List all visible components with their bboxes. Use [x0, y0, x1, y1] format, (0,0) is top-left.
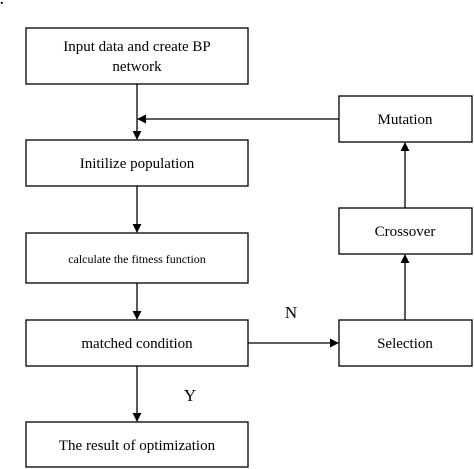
edge-label-yes: Y — [184, 386, 196, 405]
node-mutation: Mutation — [338, 95, 473, 143]
node-matched-condition: matched condition — [25, 319, 249, 367]
node-fitness-function-label: calculate the fitness function — [68, 252, 206, 266]
node-input-data-line-2: network — [112, 59, 162, 75]
node-mutation-label: Mutation — [378, 112, 433, 128]
node-selection-label: Selection — [377, 336, 433, 352]
node-initialize-population-label: Initilize population — [80, 156, 195, 172]
node-crossover: Crossover — [338, 207, 473, 255]
node-result-of-optimization-label: The result of optimization — [59, 438, 216, 454]
edge-label-no: N — [285, 303, 297, 322]
node-crossover-label: Crossover — [375, 224, 436, 240]
node-result-of-optimization: The result of optimization — [25, 421, 249, 468]
node-input-data: Input data and create BP network — [25, 27, 249, 85]
node-input-data-line-1: Input data and create BP — [63, 39, 210, 55]
node-initialize-population: Initilize population — [25, 139, 249, 187]
node-fitness-function: calculate the fitness function — [25, 232, 249, 284]
corner-mark: . — [0, 0, 4, 8]
node-matched-condition-label: matched condition — [81, 336, 193, 352]
node-selection: Selection — [338, 319, 473, 367]
